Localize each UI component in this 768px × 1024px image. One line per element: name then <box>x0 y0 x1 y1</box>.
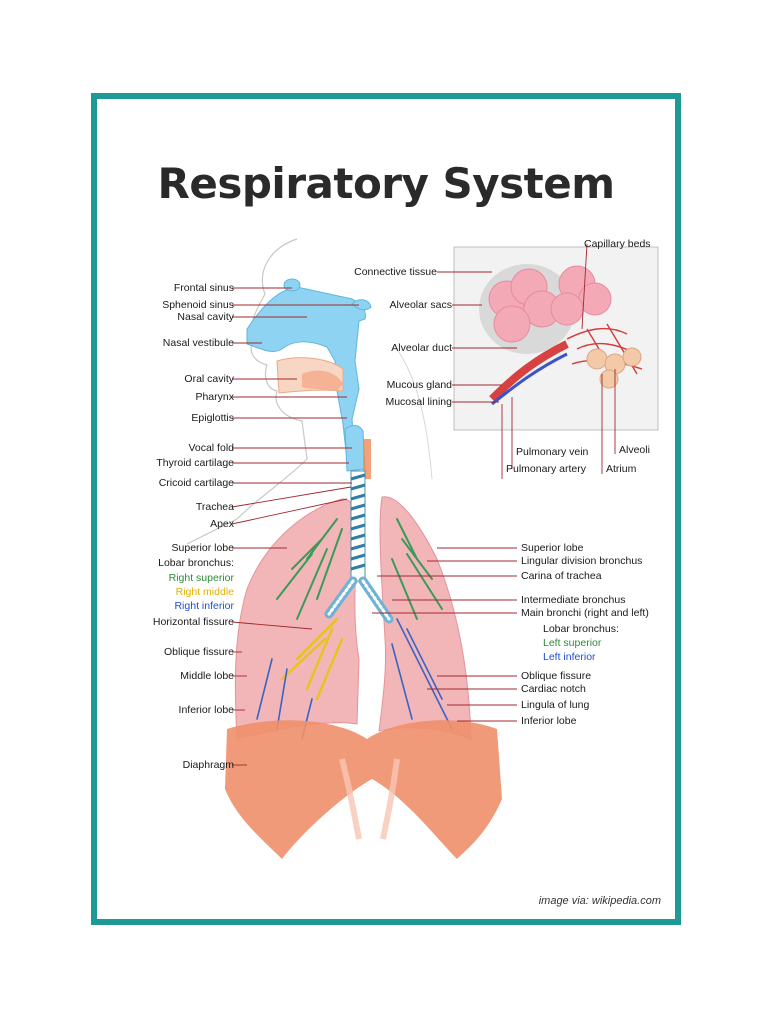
label-right-middle: Right middle <box>175 586 234 598</box>
label-lingula-of-lung: Lingula of lung <box>521 699 590 711</box>
label-lobar-bronchus-right: Lobar bronchus: <box>158 557 234 569</box>
poster-frame: Respiratory System <box>91 93 681 925</box>
label-pulmonary-vein: Pulmonary vein <box>516 446 589 458</box>
label-trachea: Trachea <box>195 501 234 513</box>
label-inferior-lobe-right: Inferior lobe <box>178 704 234 716</box>
label-oblique-fissure-left: Oblique fissure <box>521 670 592 682</box>
bronchial-tree <box>256 518 453 740</box>
label-frontal-sinus: Frontal sinus <box>173 282 234 294</box>
label-intermediate-bronchus: Intermediate bronchus <box>521 594 626 606</box>
label-right-superior: Right superior <box>168 572 234 584</box>
label-nasal-vestibule: Nasal vestibule <box>162 337 234 349</box>
label-epiglottis: Epiglottis <box>191 412 234 424</box>
head-outline <box>186 238 308 545</box>
label-left-inferior: Left inferior <box>543 651 596 663</box>
frontal-sinus-shape <box>283 278 301 292</box>
label-connective-tissue: Connective tissue <box>354 266 437 278</box>
respiratory-illustration <box>186 238 659 859</box>
label-vocal-fold: Vocal fold <box>188 442 234 454</box>
label-lobar-bronchus-left: Lobar bronchus: <box>543 623 619 635</box>
label-nasal-cavity: Nasal cavity <box>177 311 234 323</box>
label-oral-cavity: Oral cavity <box>184 373 234 385</box>
label-diaphragm: Diaphragm <box>182 759 234 771</box>
label-superior-lobe-right: Superior lobe <box>171 542 234 554</box>
label-pharynx: Pharynx <box>195 391 234 403</box>
label-capillary-beds: Capillary beds <box>584 238 651 250</box>
leader-lines <box>231 243 616 766</box>
label-mucosal-lining: Mucosal lining <box>385 396 452 408</box>
label-apex: Apex <box>210 518 234 530</box>
label-alveolar-duct: Alveolar duct <box>391 342 452 354</box>
label-carina-of-trachea: Carina of trachea <box>521 570 602 582</box>
alveoli-cluster <box>586 347 642 389</box>
label-pulmonary-artery: Pulmonary artery <box>506 463 586 475</box>
label-middle-lobe: Middle lobe <box>180 670 234 682</box>
label-thyroid-cartilage: Thyroid cartilage <box>156 457 234 469</box>
diaphragm-shape <box>225 720 502 859</box>
poster-title: Respiratory System <box>157 159 615 208</box>
label-sphenoid-sinus: Sphenoid sinus <box>162 299 234 311</box>
image-credit: image via: wikipedia.com <box>538 895 661 907</box>
label-main-bronchi: Main bronchi (right and left) <box>521 607 649 619</box>
tongue-shape <box>302 370 343 391</box>
label-lingular-division-bronchus: Lingular division bronchus <box>521 555 643 567</box>
esophagus-shape <box>363 439 371 479</box>
sphenoid-sinus-shape <box>351 299 372 311</box>
label-right-inferior: Right inferior <box>174 600 234 612</box>
alveolar-sacs-shape <box>488 265 612 343</box>
label-alveolar-sacs: Alveolar sacs <box>389 299 452 311</box>
diaphragm-highlight <box>339 758 400 840</box>
neck-back-outline <box>396 348 433 480</box>
label-inferior-lobe-left: Inferior lobe <box>521 715 577 727</box>
label-superior-lobe-left: Superior lobe <box>521 542 584 554</box>
label-atrium: Atrium <box>606 463 637 475</box>
label-cardiac-notch: Cardiac notch <box>521 683 586 695</box>
alveolar-duct-shape <box>489 340 569 402</box>
label-left-superior: Left superior <box>543 637 602 649</box>
label-horizontal-fissure: Horizontal fissure <box>152 616 234 628</box>
label-cricoid-cartilage: Cricoid cartilage <box>158 477 234 489</box>
label-oblique-fissure-right: Oblique fissure <box>163 646 234 658</box>
label-alveoli: Alveoli <box>619 444 650 456</box>
bronchiole-shape <box>491 352 568 406</box>
label-mucous-gland: Mucous gland <box>386 379 452 391</box>
